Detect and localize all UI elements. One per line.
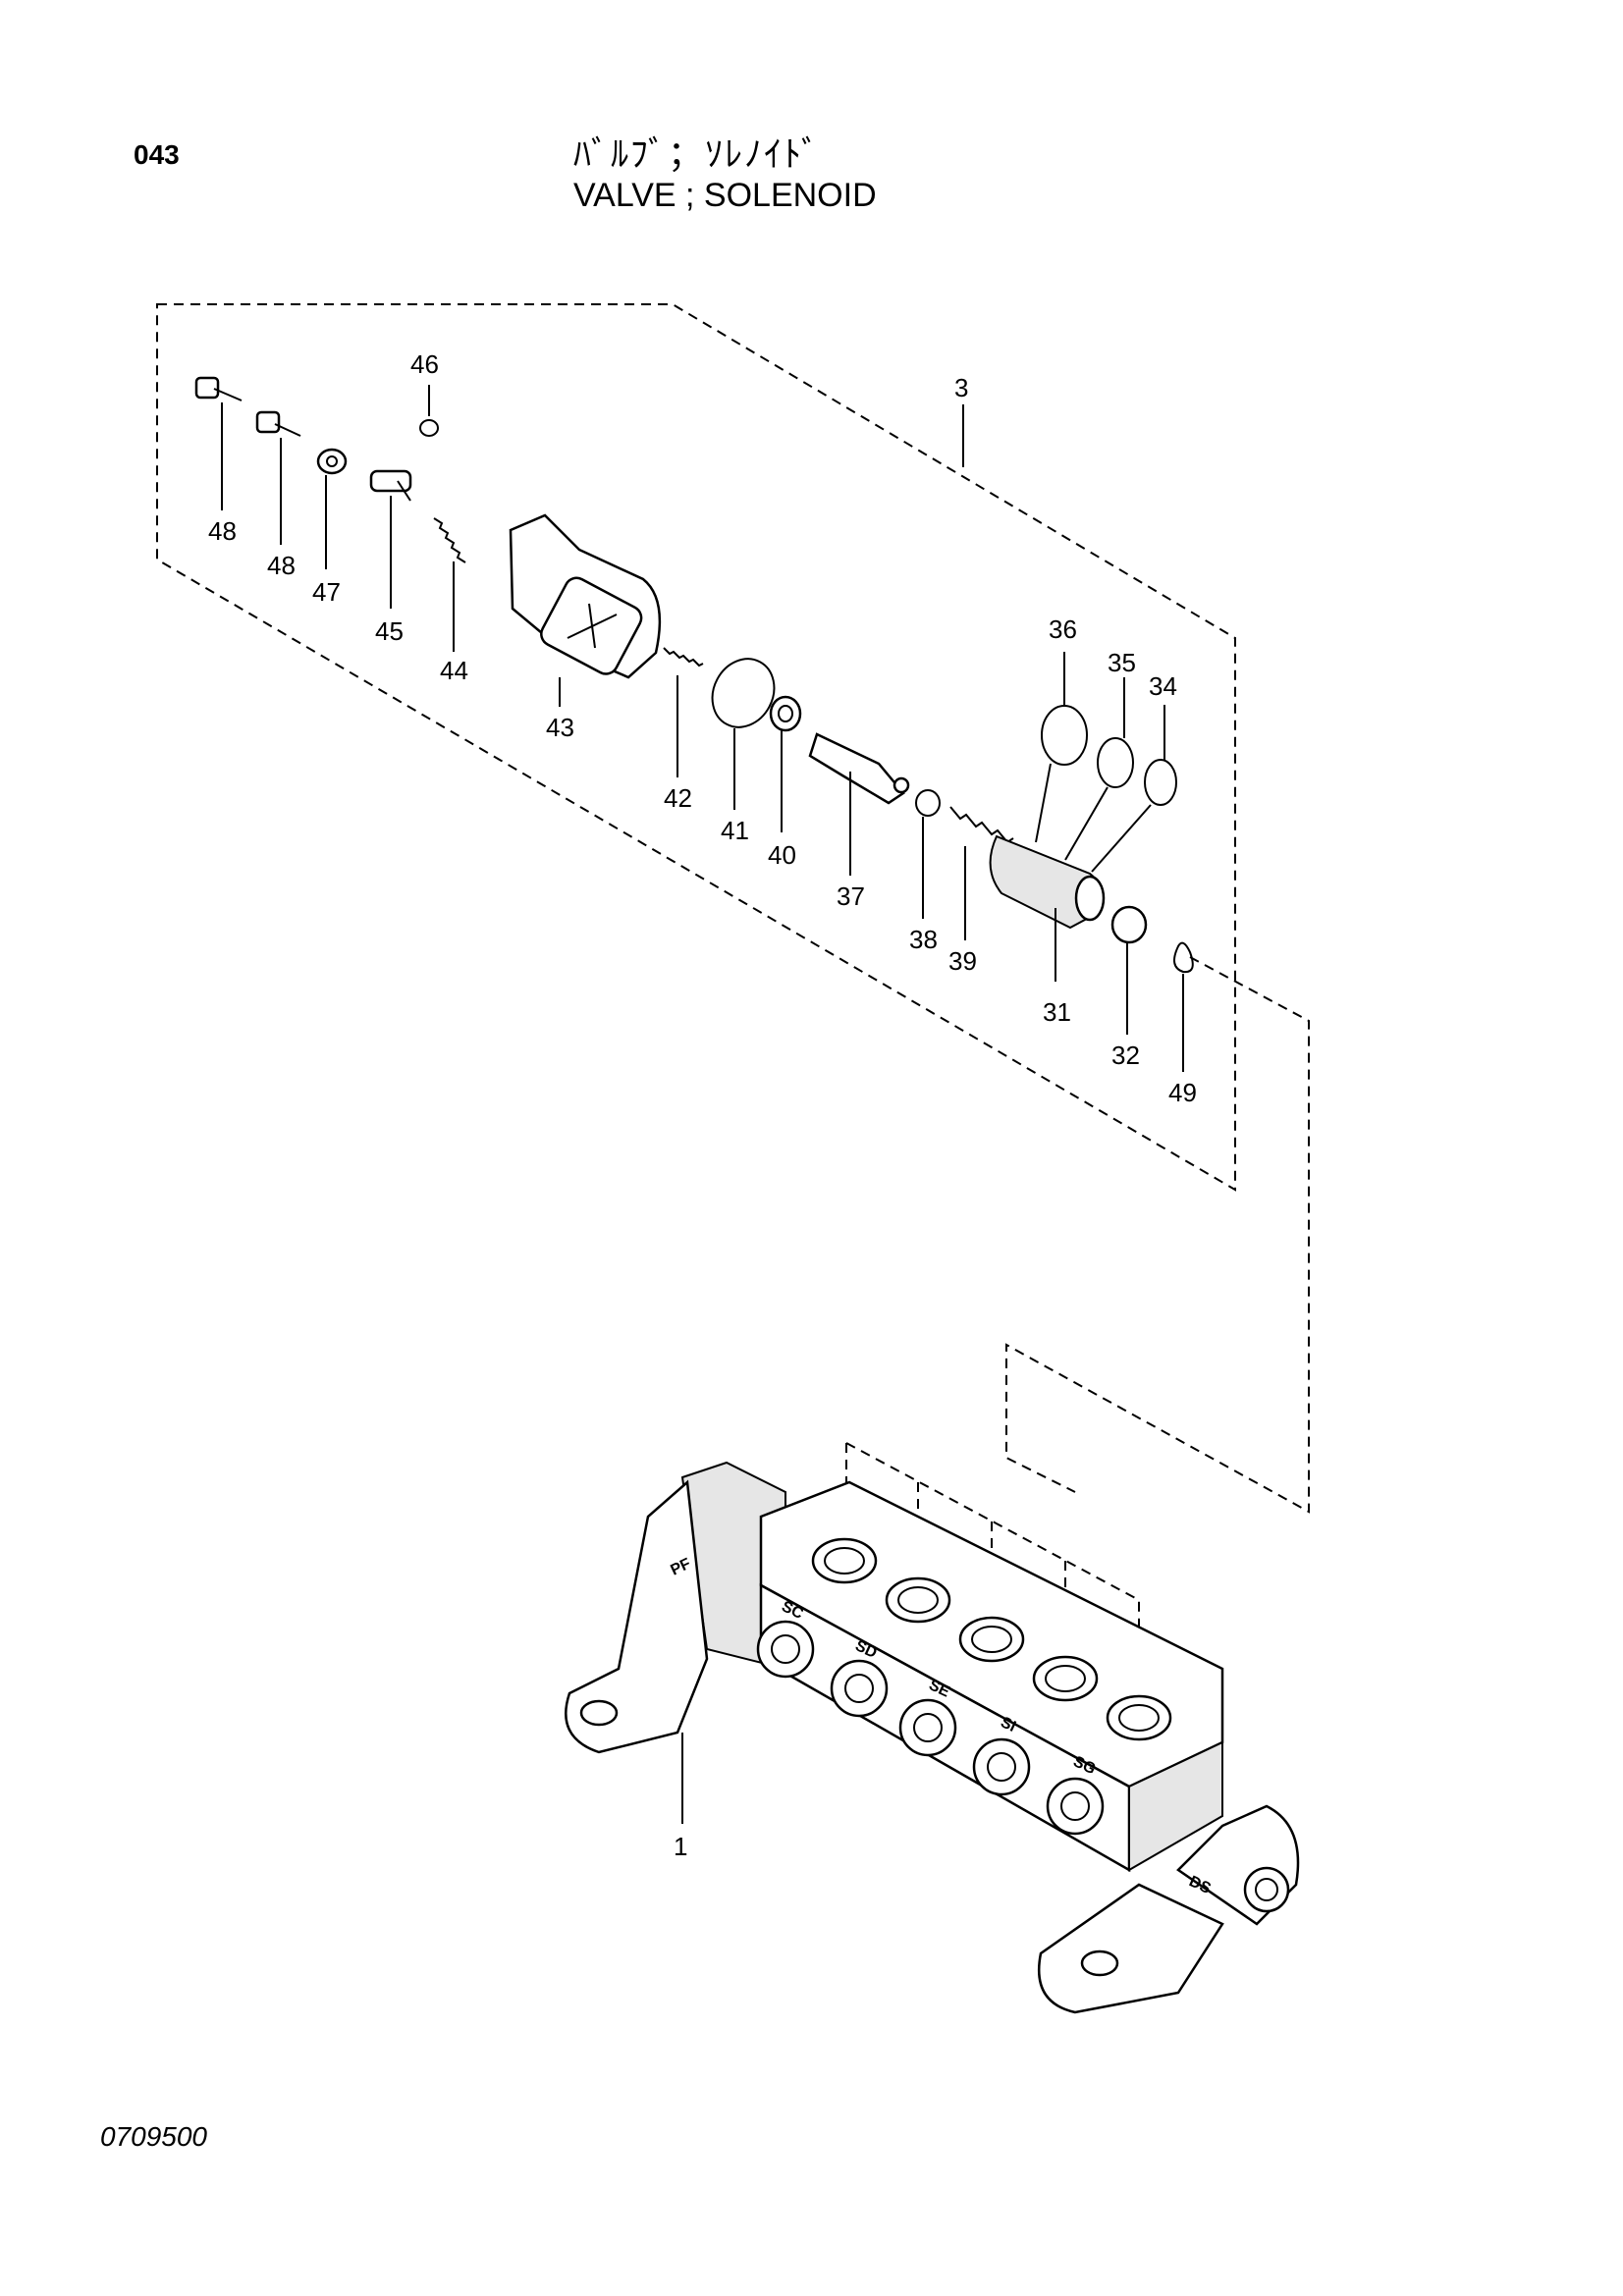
callout-48b: 48 xyxy=(267,551,296,580)
spring-42 xyxy=(663,647,704,777)
page-number: 043 xyxy=(134,139,180,170)
nut-47 xyxy=(316,448,348,569)
title-english: VALVE ; SOLENOID xyxy=(573,177,877,214)
washer-40 xyxy=(769,695,802,832)
callout-43: 43 xyxy=(546,713,574,742)
callout-39: 39 xyxy=(948,946,977,976)
callout-40: 40 xyxy=(768,840,796,870)
callout-48a: 48 xyxy=(208,516,237,546)
oring-35 xyxy=(1064,677,1134,861)
callout-3: 3 xyxy=(954,373,968,402)
leader-to-body-right xyxy=(1005,956,1310,1514)
oring-41 xyxy=(711,658,776,810)
bolt-48a xyxy=(194,376,243,510)
oring-36 xyxy=(1035,652,1088,843)
oring-46 xyxy=(419,385,439,437)
plug-32 xyxy=(1110,905,1148,1035)
solenoid-43 xyxy=(509,513,662,707)
stem-45 xyxy=(369,469,412,609)
callout-37: 37 xyxy=(837,881,865,911)
title-japanese: ﾊﾞﾙﾌﾞ；ｿﾚﾉｲﾄﾞ xyxy=(573,134,822,175)
callout-1: 1 xyxy=(674,1832,687,1861)
bolt-48b xyxy=(255,410,301,545)
drawing-number: 0709500 xyxy=(100,2121,208,2152)
valve-body-1 xyxy=(565,1461,1300,2014)
callout-38: 38 xyxy=(909,925,938,954)
callout-45: 45 xyxy=(375,616,404,646)
callout-46: 46 xyxy=(410,349,439,379)
callout-47: 47 xyxy=(312,577,341,607)
oring-34 xyxy=(1091,705,1177,873)
sleeve-31 xyxy=(989,834,1106,982)
spool-37 xyxy=(808,732,910,876)
port-label-si: SI xyxy=(998,1714,1018,1735)
callout-41: 41 xyxy=(721,816,749,845)
callout-42: 42 xyxy=(664,783,692,813)
assembly-boundary xyxy=(156,303,1236,1192)
callout-34: 34 xyxy=(1149,671,1177,701)
clip-49 xyxy=(1173,941,1194,1072)
callout-32: 32 xyxy=(1111,1041,1140,1070)
spring-44 xyxy=(433,517,466,652)
callout-49: 49 xyxy=(1168,1078,1197,1107)
oring-38 xyxy=(915,789,941,919)
callout-31: 31 xyxy=(1043,997,1071,1027)
callout-44: 44 xyxy=(440,656,468,685)
callout-36: 36 xyxy=(1049,614,1077,644)
callout-35: 35 xyxy=(1108,648,1136,677)
